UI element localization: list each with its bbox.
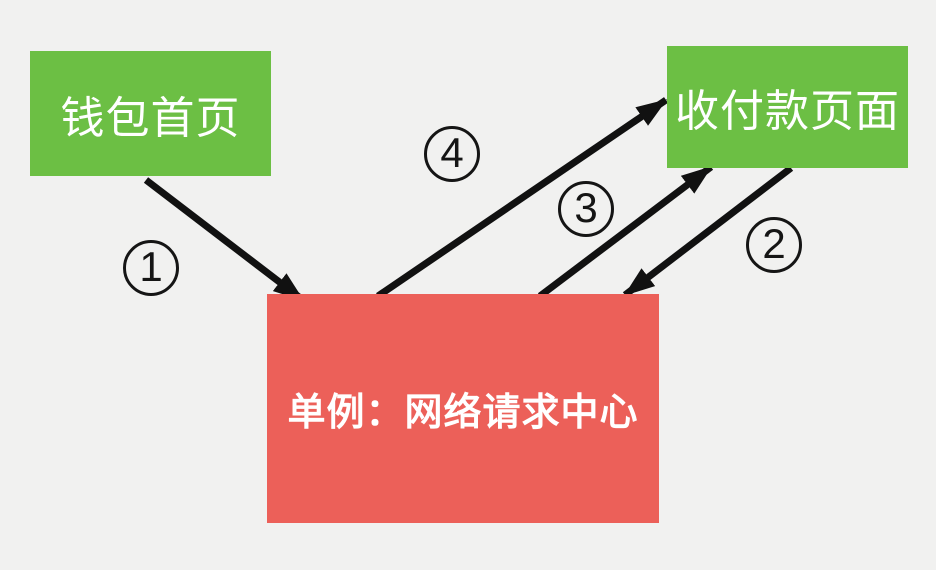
step-badge-2: 2 — [746, 217, 802, 273]
arrow-step-4-line — [376, 97, 668, 299]
node-wallet-home: 钱包首页 — [30, 51, 271, 176]
node-payment-page-label: 收付款页面 — [675, 87, 900, 136]
arrow-step-1-line — [143, 177, 306, 303]
arrow-step-2-line — [622, 165, 794, 298]
arrow-step-3-line — [537, 164, 714, 299]
step-badge-3-number: 3 — [574, 184, 598, 231]
node-request-center-label: 单例：网络请求中心 — [287, 392, 639, 434]
step-badge-1-number: 1 — [139, 243, 163, 290]
step-badge-2-number: 2 — [762, 220, 786, 267]
step-badge-1: 1 — [123, 240, 179, 296]
step-badge-3: 3 — [558, 181, 614, 237]
step-badge-4-number: 4 — [440, 129, 464, 176]
step-badge-4: 4 — [424, 126, 480, 182]
node-wallet-home-label: 钱包首页 — [60, 93, 241, 143]
node-payment-page: 收付款页面 — [667, 46, 908, 168]
node-request-center: 单例：网络请求中心 — [267, 294, 659, 523]
